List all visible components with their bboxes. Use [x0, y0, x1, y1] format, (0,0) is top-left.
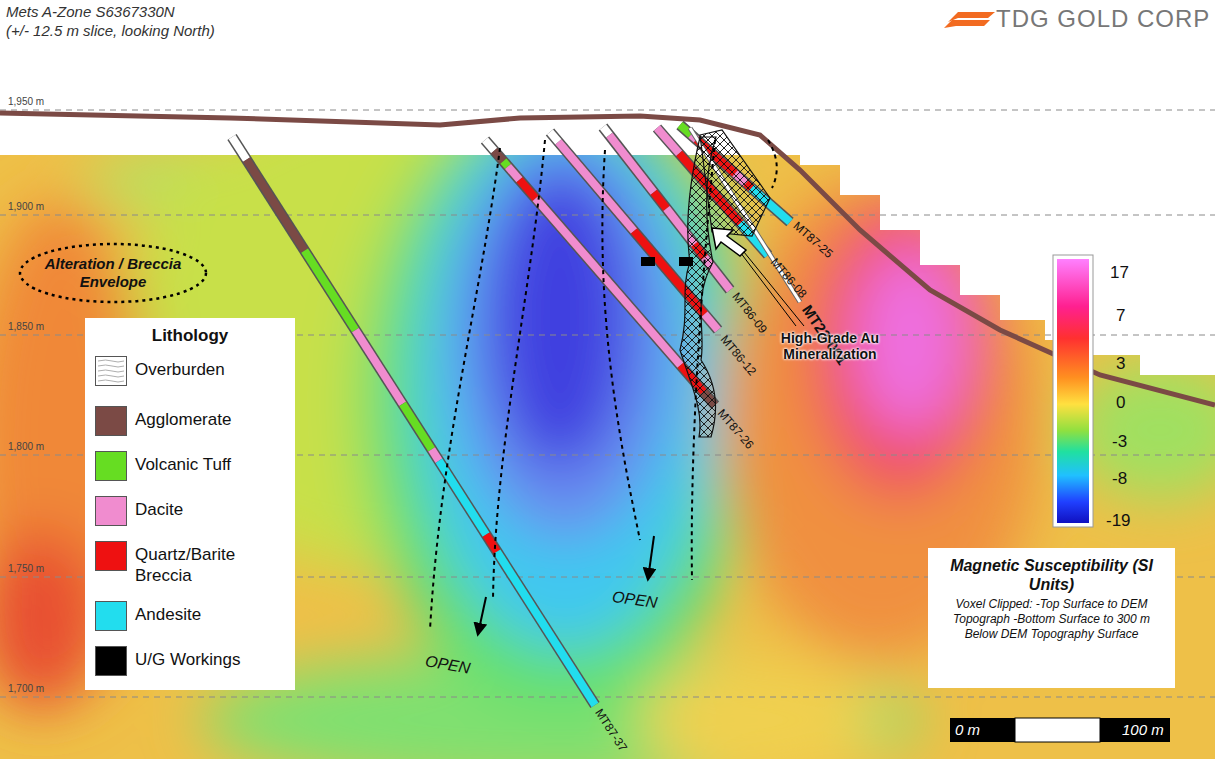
drill-hole-interval	[654, 192, 667, 208]
legend-text: Agglomerate	[135, 409, 290, 430]
elevation-label: 1,900 m	[8, 201, 44, 212]
scale-value: -19	[1106, 511, 1131, 531]
scale-value: -3	[1112, 432, 1127, 452]
node-text: Alteration / Breccia Envelope	[38, 255, 188, 291]
elevation-label: 1,850 m	[8, 321, 44, 332]
drill-hole-interval	[403, 404, 432, 449]
legend-heading: Lithology	[85, 326, 295, 346]
legend-panel: LithologyOverburdenAgglomerateVolcanic T…	[85, 318, 295, 690]
legend-text: Overburden	[135, 359, 290, 380]
elevation-label: 1,950 m	[8, 96, 44, 107]
legend-text: Volcanic Tuff	[135, 454, 290, 475]
drill-hole-interval	[432, 449, 439, 460]
scale-bar-label: 0 m	[955, 721, 980, 738]
drill-hole-interval	[657, 128, 679, 153]
drill-hole-interval	[497, 552, 595, 705]
scale-value: 17	[1110, 263, 1129, 283]
scale-value: -8	[1112, 469, 1127, 489]
node-body: Voxel Clipped: -Top Surface to DEM Topog…	[938, 597, 1165, 642]
drill-hole-interval	[355, 330, 402, 404]
scale-value: 7	[1116, 306, 1125, 326]
legend-swatch	[95, 541, 127, 571]
drill-hole-interval	[508, 167, 520, 180]
drill-hole-interval	[247, 160, 305, 251]
drill-hole-interval	[485, 140, 494, 151]
scale-value: 0	[1116, 393, 1125, 413]
elevation-label: 1,800 m	[8, 441, 44, 452]
legend-note-box: Magnetic Susceptibility (SI Units)Voxel …	[928, 548, 1175, 688]
legend-text: Andesite	[135, 604, 290, 625]
legend-swatch	[95, 496, 127, 526]
drill-hole-interval	[609, 135, 653, 192]
legend-swatch	[95, 406, 127, 436]
drill-hole-interval	[305, 251, 356, 331]
title: Mets A-Zone S6367330N	[6, 3, 175, 20]
logo-text: TDG GOLD CORP	[996, 5, 1210, 33]
overburden-pattern	[96, 357, 126, 385]
legend-text: Quartz/Barite Breccia	[135, 544, 290, 586]
drill-hole-outline	[485, 140, 715, 405]
node-heading: Magnetic Susceptibility (SI Units)	[938, 556, 1165, 594]
legend-text: Dacite	[135, 499, 290, 520]
scale-bar-label: 100 m	[1122, 721, 1164, 738]
legend-text: U/G Workings	[135, 649, 290, 670]
elevation-label: 1,750 m	[8, 563, 44, 574]
legend-swatch	[95, 451, 127, 481]
legend-swatch	[95, 601, 127, 631]
subtitle: (+/- 12.5 m slice, looking North)	[6, 22, 215, 39]
legend-swatch	[95, 356, 127, 386]
drill-hole-interval	[550, 132, 558, 142]
drill-hole-interval	[603, 127, 609, 135]
drill-hole-interval	[232, 137, 247, 160]
elevation-label: 1,700 m	[8, 683, 44, 694]
drill-hole-interval	[705, 314, 718, 330]
drill-hole-interval	[503, 161, 508, 166]
scale-value: 3	[1116, 354, 1125, 374]
envelope-ellipse: Alteration / Breccia Envelope	[18, 242, 208, 304]
legend-swatch	[95, 646, 127, 676]
annotation: High-Grade Au Mineralization	[760, 330, 900, 362]
drill-hole-interval	[520, 180, 536, 199]
drill-hole-interval	[536, 198, 681, 365]
